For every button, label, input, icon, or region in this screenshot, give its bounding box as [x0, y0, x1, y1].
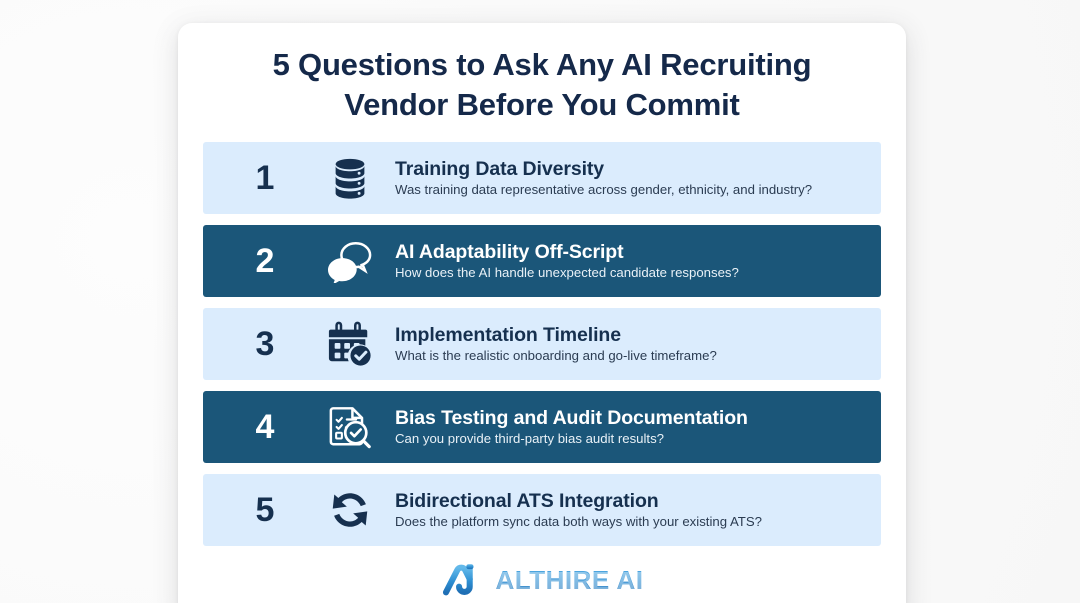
row-text: Bias Testing and Audit Documentation Can… [387, 406, 867, 447]
row-text: AI Adaptability Off-Script How does the … [387, 240, 867, 281]
row-title: Bidirectional ATS Integration [395, 489, 659, 512]
question-row-4[interactable]: 4 Bias Testing and Audit Documen [203, 391, 881, 464]
question-list: 1 Training Data Diversity Was training d… [178, 142, 906, 547]
question-row-5[interactable]: 5 Bidirectional ATS Integration Does the… [203, 474, 881, 547]
row-subtitle: How does the AI handle unexpected candid… [395, 265, 739, 281]
question-row-3[interactable]: 3 Implementation Timeline [203, 308, 881, 381]
row-subtitle: Does the platform sync data both ways wi… [395, 514, 762, 530]
question-row-2[interactable]: 2 AI Adaptability Off-Script How does th… [203, 225, 881, 298]
row-number: 5 [255, 491, 275, 530]
speech-bubbles-icon [313, 239, 387, 284]
brand-name: ALTHIRE AI [495, 564, 644, 595]
row-text: Bidirectional ATS Integration Does the p… [387, 489, 867, 530]
row-title: AI Adaptability Off-Script [395, 240, 624, 263]
row-number: 4 [255, 408, 275, 447]
row-text: Training Data Diversity Was training dat… [387, 157, 867, 198]
row-subtitle: Was training data representative across … [395, 182, 813, 198]
calendar-check-icon [313, 321, 387, 367]
brand-footer: ALTHIRE AI [178, 561, 906, 599]
title-block: 5 Questions to Ask Any AI Recruiting Ven… [178, 23, 906, 124]
question-row-1[interactable]: 1 Training Data Diversity Was training d… [203, 142, 881, 215]
row-title: Bias Testing and Audit Documentation [395, 406, 748, 429]
page-title: 5 Questions to Ask Any AI Recruiting Ven… [214, 45, 870, 124]
row-title: Implementation Timeline [395, 323, 621, 346]
row-number: 2 [255, 242, 275, 281]
row-subtitle: Can you provide third-party bias audit r… [395, 431, 665, 447]
row-text: Implementation Timeline What is the real… [387, 323, 867, 364]
page-title-line-2: Vendor Before You Commit [344, 86, 740, 122]
row-title: Training Data Diversity [395, 157, 605, 180]
row-subtitle: What is the realistic onboarding and go-… [395, 348, 717, 364]
infographic-card: 5 Questions to Ask Any AI Recruiting Ven… [178, 23, 906, 603]
row-number: 1 [255, 159, 275, 198]
althire-a-monogram-icon [442, 564, 473, 596]
sync-arrows-icon [313, 487, 387, 533]
document-magnifier-icon [313, 404, 387, 450]
row-number: 3 [255, 325, 275, 364]
database-icon [313, 155, 387, 201]
page-title-line-1: 5 Questions to Ask Any AI Recruiting [272, 47, 812, 82]
